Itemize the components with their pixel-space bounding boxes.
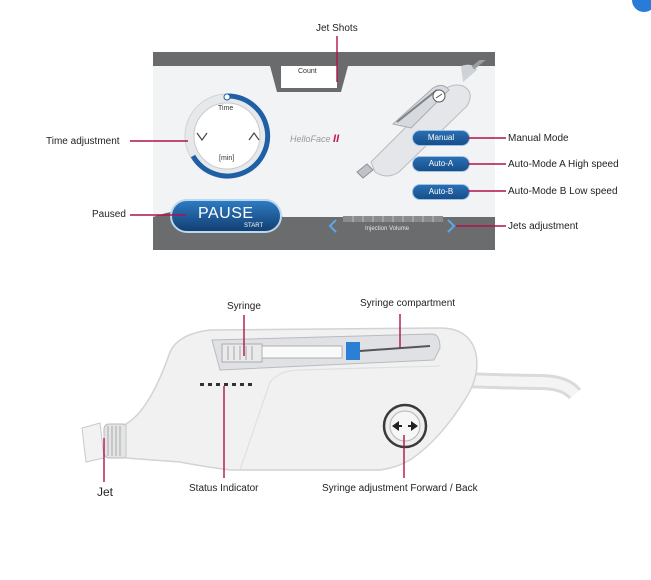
handpiece-diagram [81, 314, 582, 482]
callout-paused: Paused [92, 209, 126, 220]
min-label: [min] [219, 155, 235, 162]
chevron-up-icon [248, 131, 260, 141]
brand-suffix: II [333, 133, 340, 145]
time-dial[interactable] [181, 90, 273, 182]
callout-jet-shots: Jet Shots [316, 23, 358, 34]
top-callout-lines [130, 36, 506, 227]
callout-auto-mode-a: Auto-Mode A High speed [508, 159, 619, 170]
chevron-right-icon[interactable] [445, 219, 457, 233]
corner-badge-icon[interactable] [632, 0, 651, 12]
pause-label: PAUSE [198, 205, 254, 222]
callout-syringe: Syringe [227, 301, 261, 312]
injection-volume-label: Injection Volume [365, 226, 410, 232]
callout-syringe-compartment: Syringe compartment [360, 298, 456, 309]
manual-mode-button[interactable]: Manual [412, 130, 470, 146]
pause-button[interactable]: PAUSE START [170, 199, 282, 233]
time-label: Time [218, 105, 234, 112]
chevron-down-icon [196, 132, 208, 142]
brand-logo: HelloFace II [290, 133, 339, 145]
callout-manual-mode: Manual Mode [508, 133, 569, 144]
brand-text: HelloFace [290, 134, 331, 144]
callout-status-indicator: Status Indicator [189, 483, 259, 494]
chevron-left-icon[interactable] [327, 219, 339, 233]
device-screen: Count Time [min] HelloFace II Manual Aut… [153, 52, 495, 250]
callout-syringe-adjustment: Syringe adjustment Forward / Back [322, 483, 478, 494]
callout-auto-mode-b: Auto-Mode B Low speed [508, 186, 618, 197]
count-label: Count [298, 68, 317, 75]
start-label: START [244, 223, 264, 229]
callout-time-adjustment: Time adjustment [46, 136, 120, 147]
arrow-left-right-icon [392, 421, 418, 431]
callout-jet: Jet [97, 485, 114, 499]
callout-jets-adjustment: Jets adjustment [508, 221, 579, 232]
auto-b-button[interactable]: Auto-B [412, 184, 470, 200]
